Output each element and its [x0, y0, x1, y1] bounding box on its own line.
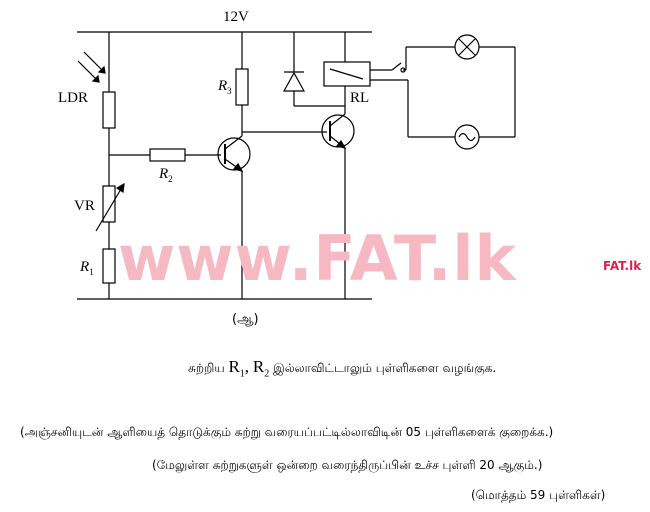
ldr-label: LDR [58, 90, 88, 106]
note-separator: , [244, 357, 250, 376]
relay-switch [370, 62, 408, 81]
figure-caption: (ஆ) [232, 312, 259, 327]
ldr [77, 51, 116, 129]
watermark-small: FAT.lk [603, 259, 642, 273]
resistor-r2 [149, 148, 186, 162]
note-line-1: சுற்றிய R1, R2 இல்லாவிட்டாலும் புள்ளிகளை… [188, 357, 496, 379]
relay-coil [323, 61, 371, 87]
note-line-1-prefix: சுற்றிய [188, 361, 225, 375]
resistor-r3 [235, 68, 249, 106]
transistor-1 [217, 135, 251, 172]
lamp-circuit-wire [403, 46, 516, 138]
note-line-3: (மேலுள்ள சுற்றுகளுள் ஒன்றை வரைந்திருப்பி… [152, 458, 543, 472]
vr-label: VR [74, 198, 95, 214]
r1-label: R1 [80, 259, 94, 277]
variable-resistor-vr [95, 182, 125, 232]
supply-label: 12V [223, 9, 249, 25]
flyback-diode [282, 32, 345, 107]
ac-source-icon [454, 124, 480, 150]
resistor-r1 [102, 248, 116, 284]
r2-label: R2 [159, 166, 173, 184]
lamp-icon [454, 34, 480, 60]
note-line-4: (மொத்தம் 59 புள்ளிகள்) [471, 488, 606, 502]
note-r2: R2 [252, 357, 270, 380]
r3-label: R3 [218, 78, 232, 96]
relay-label: RL [350, 90, 370, 106]
circuit-diagram [77, 31, 516, 300]
watermark: www.FAT.lk [118, 222, 517, 295]
note-r1: R1 [228, 357, 245, 380]
note-line-1-suffix: இல்லாவிட்டாலும் புள்ளிகளை வழங்குக. [273, 361, 497, 375]
note-line-2: (அஞ்சனியுடன் ஆளியைத் தொடுக்கும் சுற்று வ… [20, 425, 554, 439]
transistor-2 [321, 113, 355, 149]
